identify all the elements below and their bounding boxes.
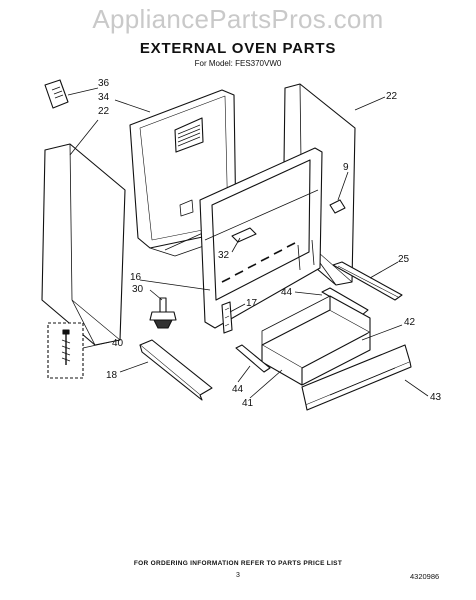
part-bracket-strip <box>221 301 233 334</box>
callout-label: 34 <box>98 92 110 103</box>
part-bracket <box>231 227 257 243</box>
callout-labels: 36 34 22 22 9 32 25 16 30 17 44 42 40 18… <box>98 78 442 409</box>
callout-label: 36 <box>98 78 110 89</box>
callout-label: 17 <box>246 298 258 309</box>
part-screw <box>47 322 84 379</box>
watermark: AppliancePartsPros.com <box>92 4 384 34</box>
part-storage-drawer <box>261 295 371 386</box>
callout-label: 25 <box>398 254 410 265</box>
page-title: EXTERNAL OVEN PARTS <box>139 40 337 57</box>
callout-label: 16 <box>130 272 142 283</box>
callout-label: 42 <box>404 317 416 328</box>
leader-lines <box>67 87 429 399</box>
part-front-left-rail <box>139 339 213 401</box>
callout-label: 22 <box>386 91 398 102</box>
callout-label: 44 <box>281 287 293 298</box>
model-subtitle: For Model: FES370VW0 <box>194 59 282 68</box>
part-right-rail <box>332 261 403 301</box>
callout-label: 22 <box>98 106 110 117</box>
callout-label: 43 <box>430 392 442 403</box>
callout-label: 32 <box>218 250 230 261</box>
part-clip <box>329 199 346 214</box>
callout-label: 40 <box>112 338 124 349</box>
ordering-note: FOR ORDERING INFORMATION REFER TO PARTS … <box>133 560 343 567</box>
document-number: 4320986 <box>410 572 440 581</box>
callout-label: 9 <box>343 162 349 173</box>
page-number: 3 <box>236 572 240 579</box>
callout-label: 41 <box>242 398 254 409</box>
part-drawer-front <box>301 344 412 411</box>
part-drawer-glide-lower <box>235 344 271 373</box>
callout-label: 18 <box>106 370 118 381</box>
callout-label: 44 <box>232 384 244 395</box>
part-left-side-panel <box>41 143 126 346</box>
part-label-plate <box>44 79 69 109</box>
callout-label: 30 <box>132 284 144 295</box>
part-leveling-leg <box>149 297 177 329</box>
part-front-frame <box>199 147 323 329</box>
